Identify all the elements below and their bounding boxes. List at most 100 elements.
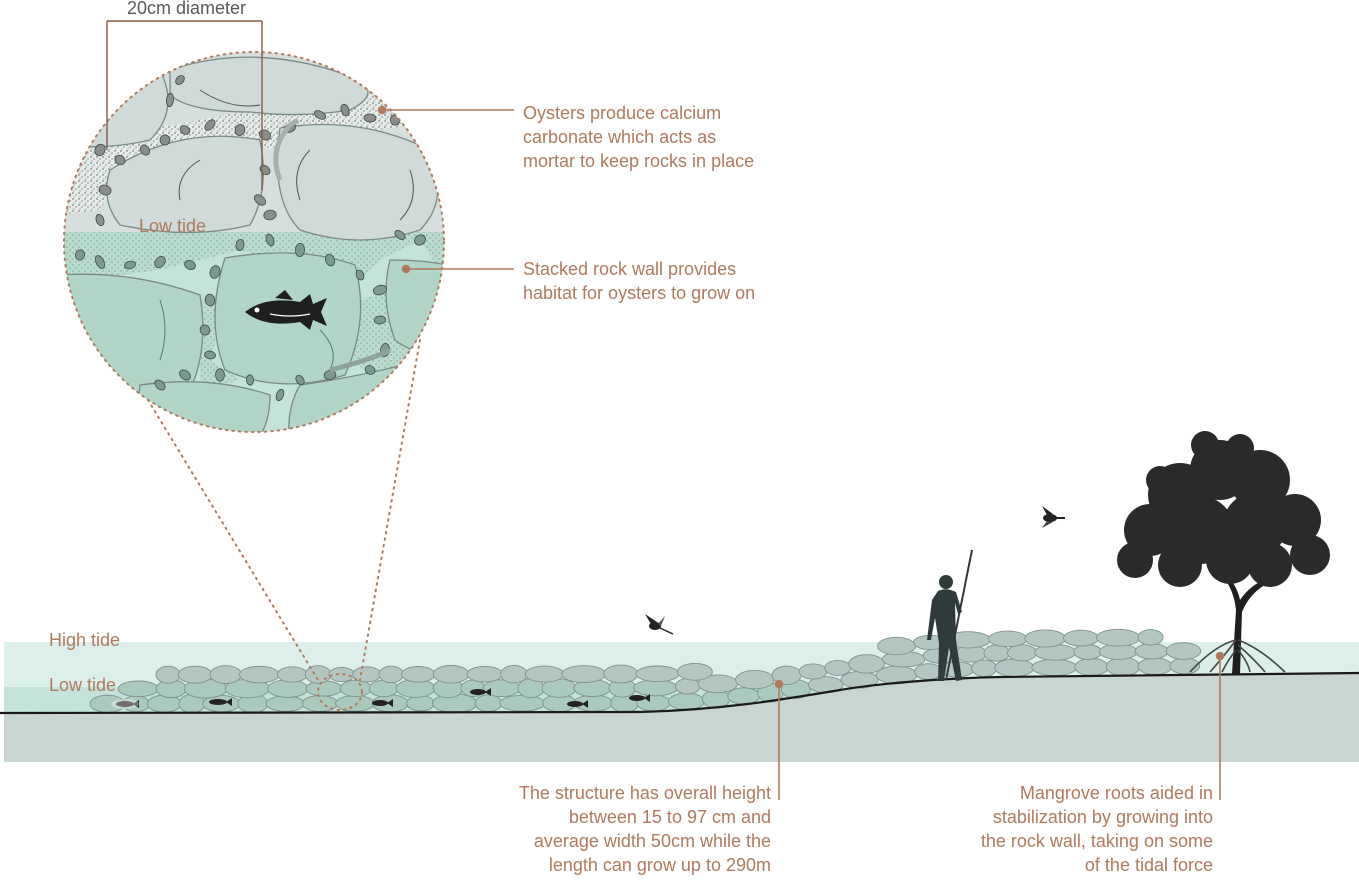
rock-stone xyxy=(499,694,546,712)
rock-stone xyxy=(239,665,280,684)
oyster xyxy=(124,260,136,270)
rock-stone xyxy=(305,680,343,697)
oyster xyxy=(154,379,166,391)
small-fish-icon xyxy=(629,694,650,702)
small-fish-icon xyxy=(372,699,393,707)
annotation-rock-wall: Stacked rock wall provides habitat for o… xyxy=(523,259,756,303)
oyster xyxy=(204,293,216,307)
rock-stone xyxy=(877,636,916,656)
low-tide-label: Low tide xyxy=(49,675,117,695)
rock-stone xyxy=(1031,658,1078,676)
oyster xyxy=(246,374,254,386)
rock-stone xyxy=(1073,644,1102,660)
dimension-label: 20cm diameter xyxy=(127,0,247,18)
oyster xyxy=(263,209,277,221)
oyster xyxy=(235,238,245,252)
oyster xyxy=(294,242,306,258)
rock-stone xyxy=(635,665,680,683)
rock-stone xyxy=(848,654,885,674)
oyster xyxy=(204,350,216,360)
small-fish-group xyxy=(111,688,650,709)
rock-stone xyxy=(1134,643,1169,660)
rock-stone xyxy=(824,659,852,676)
oyster xyxy=(179,369,191,381)
rock-stone xyxy=(994,658,1035,678)
oyster xyxy=(199,324,211,336)
circle-low-tide-label: Low tide xyxy=(139,216,207,236)
rock-stone xyxy=(304,665,332,684)
rock-stone xyxy=(1096,628,1141,647)
rock-stone xyxy=(1024,629,1066,648)
oyster xyxy=(313,110,327,120)
oyster xyxy=(94,143,106,157)
oyster xyxy=(340,103,350,117)
rock-stone xyxy=(276,666,308,683)
fish-icon xyxy=(245,290,327,330)
rock-stone xyxy=(267,679,309,698)
rock-stone xyxy=(117,680,159,698)
bird-icon xyxy=(645,614,674,635)
rock-stone xyxy=(1063,629,1099,647)
rock-stone xyxy=(401,666,436,683)
rock-stone xyxy=(676,662,713,681)
oyster xyxy=(215,368,225,382)
rock-stone xyxy=(146,694,182,713)
oyster xyxy=(323,370,337,380)
oyster xyxy=(154,255,166,269)
fisherman-silhouette xyxy=(927,549,973,681)
rock-stone xyxy=(406,695,435,712)
rock-stone xyxy=(378,665,404,684)
rock-stone xyxy=(674,678,701,695)
annotation-mangrove: Mangrove roots aided in stabilization by… xyxy=(980,783,1213,875)
rock-stone xyxy=(155,665,181,684)
rock-stone xyxy=(1007,644,1037,662)
oyster xyxy=(363,113,377,123)
oyster xyxy=(179,125,191,135)
ground-line xyxy=(0,671,1359,715)
small-fish-icon xyxy=(111,699,139,709)
oyster xyxy=(175,75,185,85)
oyster xyxy=(159,134,171,146)
rock-stone xyxy=(1137,629,1164,646)
annotation-leader-lines xyxy=(377,105,1225,800)
rock-stone xyxy=(339,679,372,698)
cross-section xyxy=(0,431,1359,762)
oyster xyxy=(265,233,275,247)
oyster xyxy=(204,119,216,131)
oyster xyxy=(364,365,376,375)
oyster xyxy=(295,374,305,386)
rock-stone xyxy=(983,644,1010,662)
oyster xyxy=(275,388,285,402)
rock-stone xyxy=(335,695,375,712)
oyster xyxy=(139,144,151,156)
rock-stone xyxy=(735,669,775,690)
small-fish-icon xyxy=(209,698,232,706)
rock-stone xyxy=(1105,656,1141,677)
oyster xyxy=(414,234,426,246)
zoom-leader-lines xyxy=(147,339,421,711)
rock-stone xyxy=(667,692,705,711)
mangrove-tree xyxy=(1117,431,1330,674)
oyster xyxy=(166,92,174,108)
oyster xyxy=(95,213,105,227)
rock-stone xyxy=(971,659,998,677)
rock-stone xyxy=(603,664,639,684)
oyster xyxy=(373,315,387,325)
rock-stone xyxy=(177,665,213,684)
oyster xyxy=(98,184,112,196)
rock-stone xyxy=(561,665,607,683)
annotation-oysters: Oysters produce calcium carbonate which … xyxy=(523,103,755,171)
oyster xyxy=(394,230,406,240)
rock-stone xyxy=(633,679,678,697)
rock-stone xyxy=(988,630,1028,648)
oyster xyxy=(355,269,365,281)
high-tide-label: High tide xyxy=(49,630,121,650)
oyster xyxy=(209,265,221,279)
rock-stone xyxy=(209,665,242,684)
rock-stone xyxy=(1165,642,1202,660)
rock-stone xyxy=(500,664,528,684)
small-fish-icon xyxy=(470,688,491,696)
bird-icon xyxy=(1042,506,1065,528)
oyster xyxy=(324,253,336,267)
